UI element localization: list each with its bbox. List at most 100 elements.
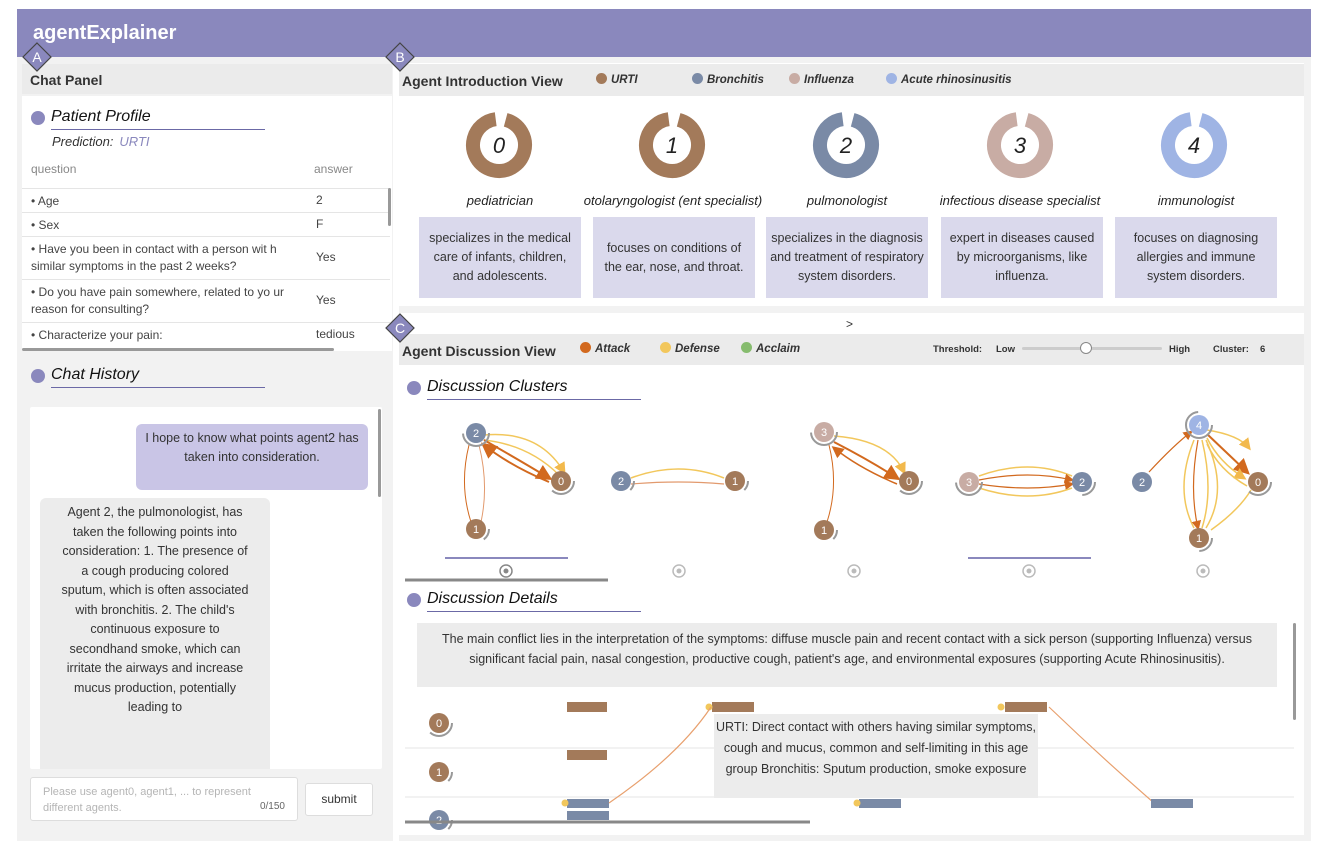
- svg-text:3: 3: [821, 427, 827, 439]
- timeline-bar[interactable]: [1151, 799, 1193, 808]
- table-row: • Age 2: [22, 188, 390, 212]
- timeline-agent-2[interactable]: 2: [425, 806, 453, 834]
- agent-desc-4: focuses on diagnosing allergies and immu…: [1115, 217, 1277, 298]
- profile-horizontal-scrollbar[interactable]: [22, 348, 334, 351]
- svg-text:4: 4: [1188, 133, 1200, 158]
- prediction-value: URTI: [119, 134, 150, 149]
- discussion-view-header: Agent Discussion View: [399, 334, 1304, 365]
- chat-history: I hope to know what points agent2 has ta…: [30, 407, 382, 769]
- intro-view-title: Agent Introduction View: [402, 73, 563, 89]
- svg-text:3: 3: [966, 477, 972, 489]
- cluster-graph-3[interactable]: 3 0 1: [810, 418, 923, 578]
- app-title: agentExplainer: [33, 22, 177, 44]
- cluster-graph-4[interactable]: 3 2: [955, 466, 1096, 578]
- expand-arrow-icon[interactable]: >: [846, 317, 854, 331]
- legend-influenza: Influenza: [789, 73, 854, 86]
- legend-attack: Attack: [580, 342, 630, 355]
- svg-text:2: 2: [618, 476, 624, 488]
- submit-button[interactable]: submit: [305, 783, 373, 816]
- section-dot-icon: [31, 369, 45, 383]
- svg-text:2: 2: [1139, 477, 1145, 489]
- timeline-bar[interactable]: [712, 702, 754, 712]
- svg-text:0: 0: [906, 476, 912, 488]
- svg-text:1: 1: [821, 525, 827, 537]
- details-scrollbar[interactable]: [1293, 623, 1296, 720]
- svg-text:2: 2: [473, 428, 479, 440]
- svg-text:A: A: [32, 49, 42, 65]
- svg-text:0: 0: [436, 718, 442, 730]
- threshold-slider-thumb[interactable]: [1080, 342, 1092, 354]
- agent-donuts: 0 1 2 3 4: [466, 112, 1227, 178]
- timeline-bar[interactable]: [859, 799, 901, 808]
- agent-donut-2[interactable]: 2: [813, 112, 879, 178]
- argument-tooltip: URTI: Direct contact with others having …: [714, 714, 1038, 798]
- discussion-clusters-graph: 2 0 1 2 1 3 0 1: [405, 411, 1272, 582]
- svg-text:0: 0: [558, 476, 564, 488]
- svg-text:1: 1: [436, 767, 442, 779]
- svg-text:2: 2: [1079, 477, 1085, 489]
- table-row: • Have you been in contact with a person…: [22, 236, 390, 279]
- chat-scrollbar[interactable]: [378, 409, 381, 497]
- agent-name-1: otolaryngologist (ent specialist): [583, 193, 763, 208]
- agent-desc-2: specializes in the diagnosis and treatme…: [766, 217, 928, 298]
- agent-name-0: pediatrician: [466, 193, 534, 208]
- prediction: Prediction:URTI: [52, 134, 150, 149]
- agent-desc-1: focuses on conditions of the ear, nose, …: [593, 217, 755, 298]
- agent-name-2: pulmonologist: [806, 193, 888, 208]
- svg-text:0: 0: [493, 133, 506, 158]
- svg-text:4: 4: [1196, 420, 1202, 432]
- chat-input[interactable]: Please use agent0, agent1, ... to repres…: [30, 777, 298, 821]
- conflict-summary: The main conflict lies in the interpreta…: [417, 623, 1277, 687]
- marker-c-icon: C: [385, 313, 415, 343]
- agent-donut-4[interactable]: 4: [1161, 112, 1227, 178]
- timeline-agent-1[interactable]: 1: [425, 758, 453, 786]
- section-dot-icon: [407, 593, 421, 607]
- svg-text:1: 1: [1196, 533, 1202, 545]
- agent-desc-3: expert in diseases caused by microorgani…: [941, 217, 1103, 298]
- cluster-graph-2[interactable]: 2 1: [607, 467, 749, 578]
- svg-text:0: 0: [1255, 477, 1261, 489]
- svg-text:B: B: [395, 49, 404, 65]
- timeline-bar[interactable]: [567, 811, 609, 820]
- svg-text:3: 3: [1014, 133, 1027, 158]
- user-message: I hope to know what points agent2 has ta…: [136, 424, 368, 490]
- table-row: • Sex F: [22, 212, 390, 236]
- cluster-label: Cluster:: [1213, 344, 1249, 355]
- timeline-bar[interactable]: [567, 750, 607, 760]
- agent-name-4: immunologist: [1157, 193, 1235, 208]
- legend-bronchitis: Bronchitis: [692, 73, 764, 86]
- threshold-slider[interactable]: [1022, 347, 1162, 350]
- answer-column-header: answer: [314, 162, 353, 176]
- question-column-header: question: [31, 162, 77, 176]
- profile-scrollbar[interactable]: [388, 188, 391, 226]
- char-counter: 0/150: [259, 801, 285, 812]
- svg-text:2: 2: [839, 133, 852, 158]
- marker-b-icon: B: [385, 42, 415, 72]
- agent-name-3: infectious disease specialist: [939, 193, 1101, 208]
- intro-view-header: Agent Introduction View: [399, 64, 1304, 96]
- chat-panel-title: Chat Panel: [30, 72, 103, 88]
- timeline-agent-0[interactable]: 0: [425, 709, 453, 737]
- timeline-bar[interactable]: [567, 702, 607, 712]
- threshold-label: Threshold:: [933, 344, 983, 355]
- cluster-graph-1[interactable]: 2 0 1: [445, 419, 575, 578]
- legend-acute-rhinosinusitis: Acute rhinosinusitis: [886, 73, 1012, 86]
- svg-text:1: 1: [666, 133, 678, 158]
- legend-acclaim: Acclaim: [741, 342, 800, 355]
- agent-donut-1[interactable]: 1: [639, 112, 705, 178]
- top-bar: agentExplainer: [17, 9, 1311, 57]
- cluster-count: 6: [1260, 344, 1266, 355]
- svg-text:1: 1: [473, 524, 479, 536]
- timeline-bar[interactable]: [1005, 702, 1047, 712]
- svg-text:C: C: [395, 320, 405, 336]
- timeline-bar[interactable]: [567, 799, 609, 808]
- marker-a-icon: A: [22, 42, 52, 72]
- agent-donut-3[interactable]: 3: [987, 112, 1053, 178]
- agent-donut-0[interactable]: 0: [466, 112, 532, 178]
- threshold-low-label: Low: [996, 344, 1015, 355]
- section-dot-icon: [407, 381, 421, 395]
- cluster-graph-5[interactable]: 4 2 0 1: [1132, 411, 1272, 578]
- section-dot-icon: [31, 111, 45, 125]
- patient-profile: Patient Profile Prediction:URTI question…: [22, 96, 392, 351]
